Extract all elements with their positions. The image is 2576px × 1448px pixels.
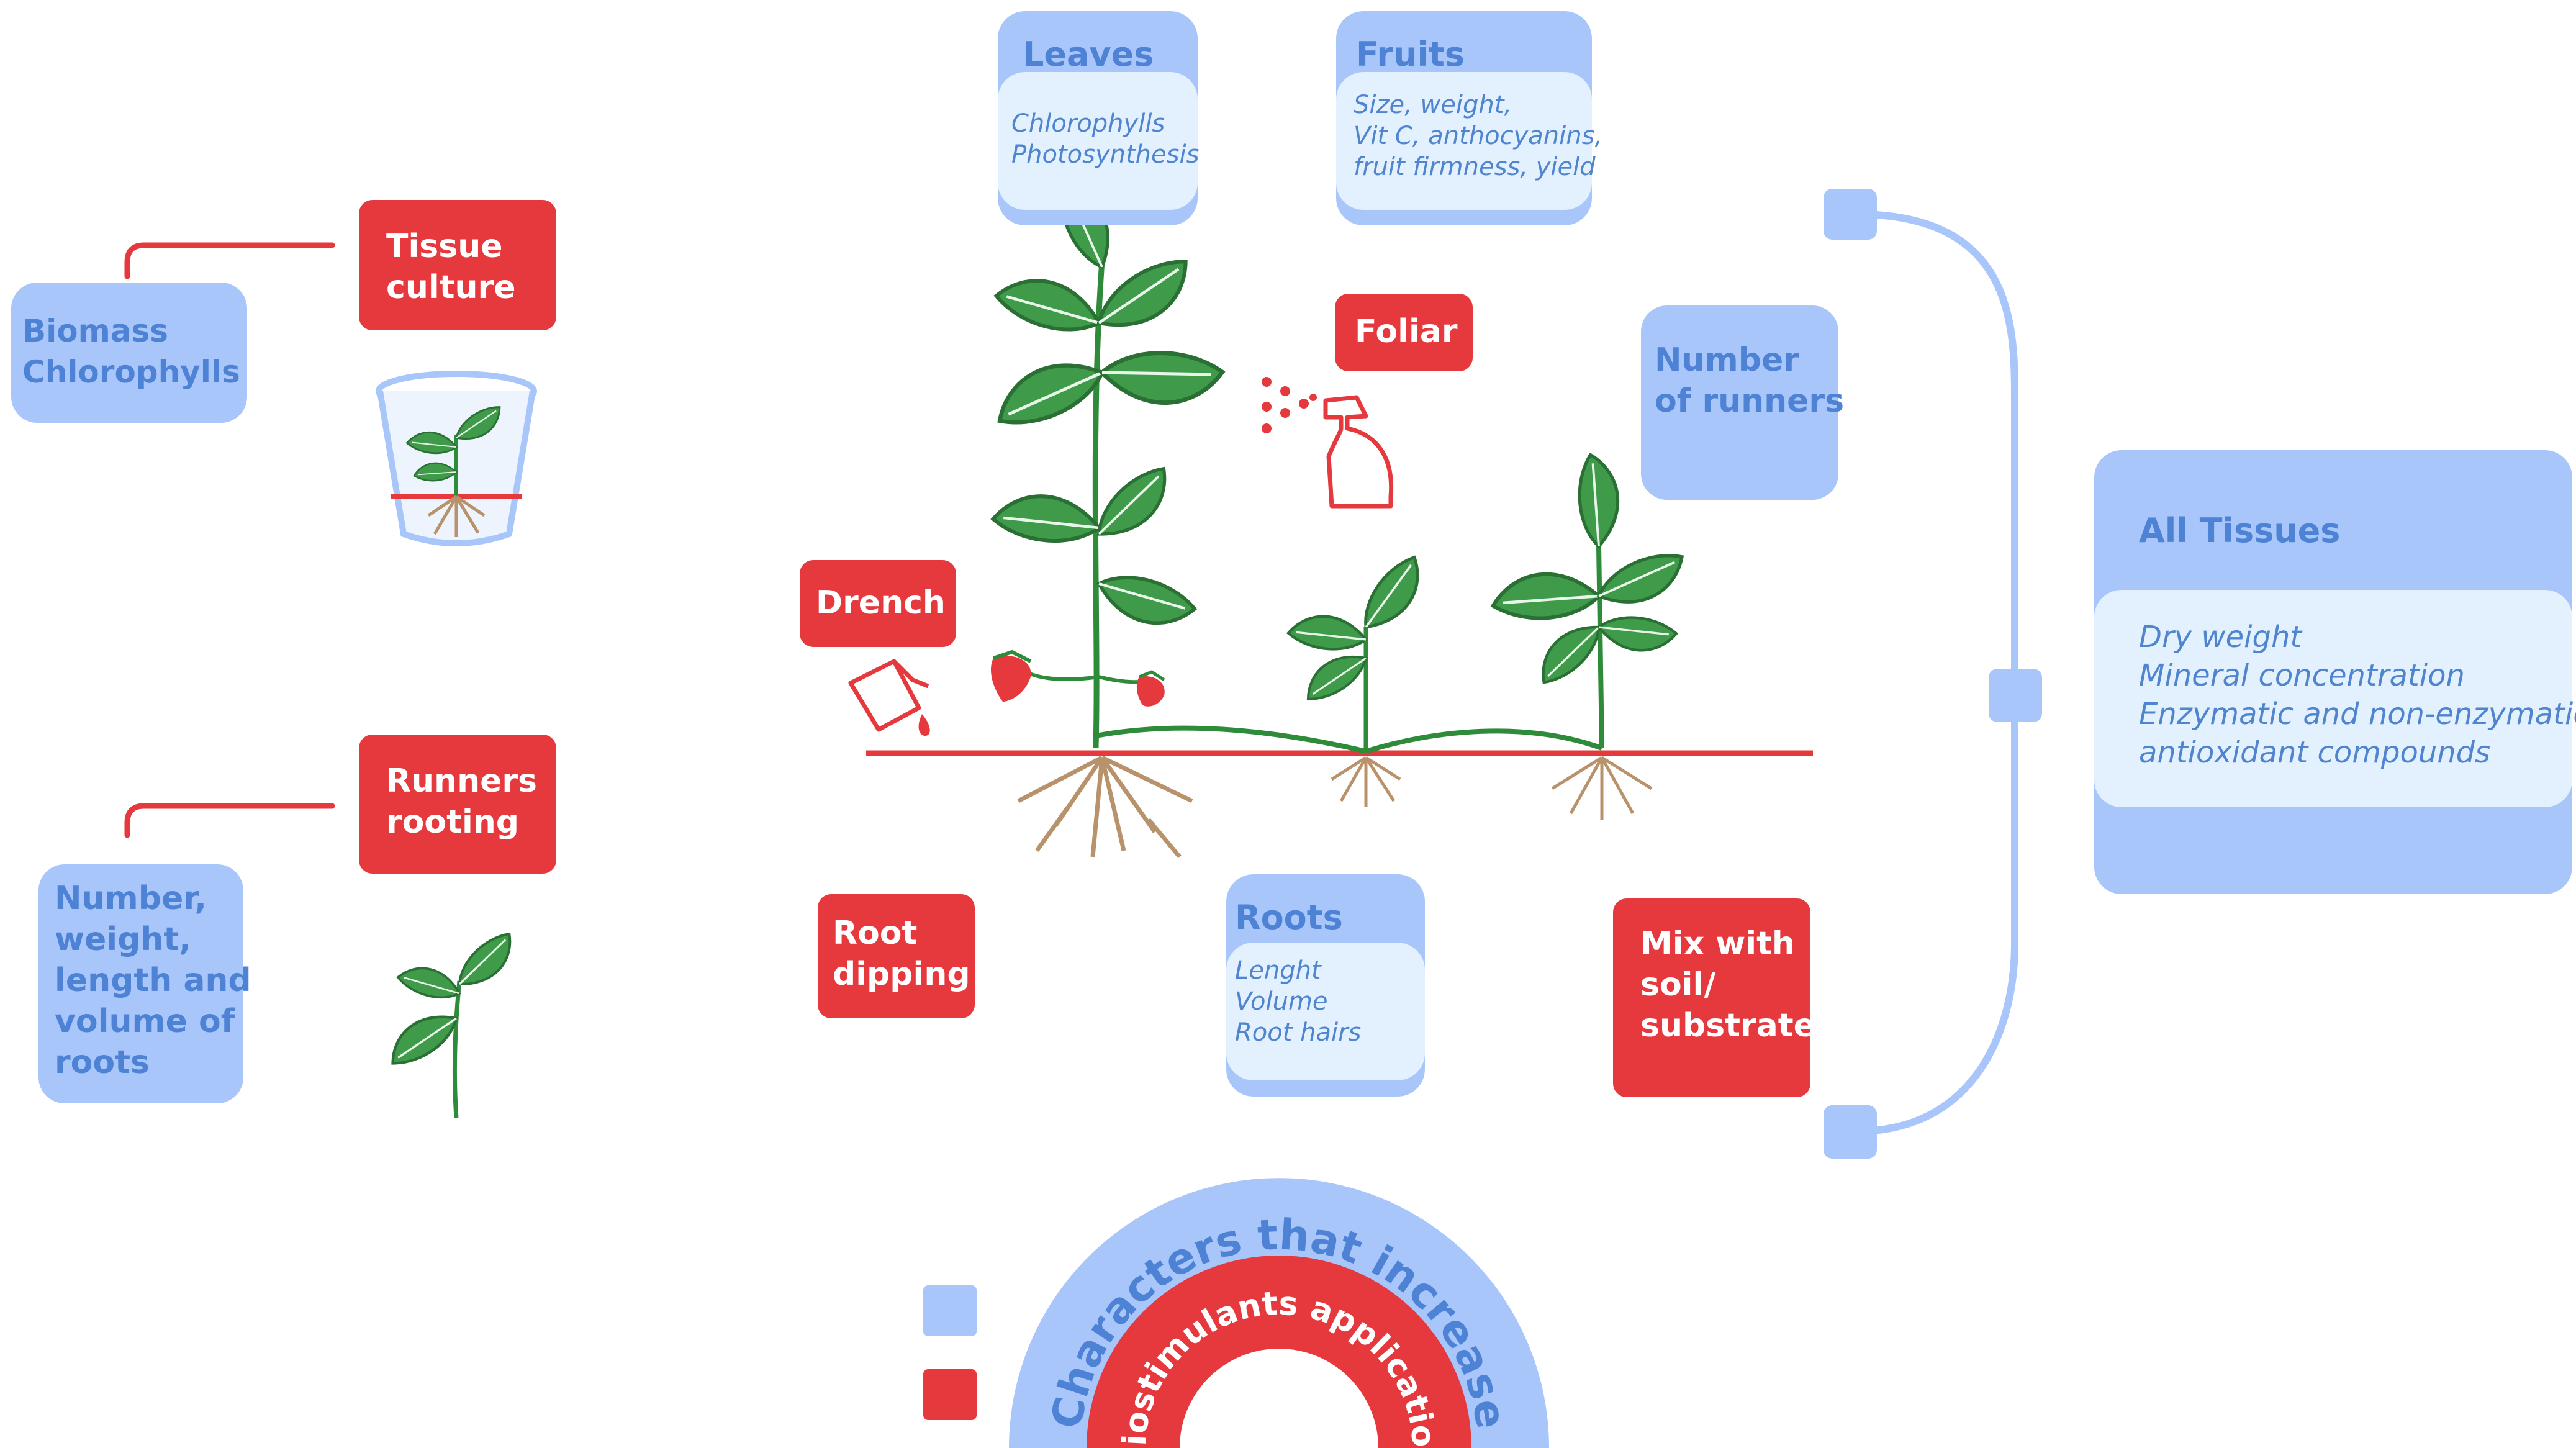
legend-swatch-red — [923, 1369, 977, 1420]
runners-line-1: Number — [1655, 342, 1799, 379]
legend-arcs: Characters that increase Biostimulants a… — [1009, 1178, 1549, 1448]
root-dipping-line-1: Root — [833, 915, 918, 952]
drench-label: Drench — [816, 584, 946, 622]
fruits-items: Size, weight, Vit C, anthocyanins, fruit… — [1336, 72, 1603, 210]
spray-bottle-icon — [1262, 377, 1394, 509]
all-tissues-items: Dry weight Mineral concentration Enzymat… — [2094, 590, 2576, 807]
leaves-items: Chlorophylls Photosynthesis — [998, 72, 1200, 210]
roots-traits-line-1: Number, — [55, 880, 207, 917]
roots-traits-line-5: roots — [55, 1044, 150, 1081]
root-dipping-line-2: dipping — [833, 956, 970, 993]
roots-title: Roots — [1235, 898, 1343, 937]
number-of-runners-box: Number of runners — [1641, 305, 1845, 500]
roots-traits-line-2: weight, — [55, 921, 191, 958]
roots-item-2: Volume — [1235, 987, 1328, 1016]
runners-rooting-box: Runners rooting — [359, 735, 556, 874]
tissue-culture-box: Tissue culture — [359, 200, 556, 330]
tissue-culture-line-1: Tissue — [386, 228, 503, 265]
roots-item-1: Lenght — [1235, 956, 1321, 985]
mix-line-3: substrate — [1640, 1007, 1815, 1044]
cup-icon — [376, 371, 537, 546]
fruits-card: Fruits Size, weight, Vit C, anthocyanins… — [1336, 11, 1603, 225]
runner-plantlet-icon — [382, 929, 525, 1118]
mix-line-1: Mix with — [1640, 925, 1795, 962]
roots-traits-line-3: length and — [55, 962, 251, 999]
all-tissues-item-2: Mineral concentration — [2139, 658, 2465, 693]
roots-card: Roots Lenght Volume Root hairs — [1226, 874, 1425, 1097]
roots-items: Lenght Volume Root hairs — [1226, 943, 1425, 1080]
root-dipping-box: Root dipping — [818, 894, 975, 1018]
tissue-culture-line-2: culture — [386, 269, 516, 306]
all-tissues-item-3: Enzymatic and non-enzymatic — [2139, 697, 2576, 731]
leaves-title: Leaves — [1023, 35, 1154, 74]
foliar-box: Foliar — [1335, 294, 1473, 371]
all-tissues-item-1: Dry weight — [2139, 620, 2302, 654]
biomass-line-2: Chlorophylls — [22, 354, 240, 390]
bracket-node-top — [1824, 189, 1877, 240]
tissue-culture-connector — [124, 242, 335, 279]
foliar-label: Foliar — [1355, 313, 1458, 350]
fruits-item-1: Size, weight, — [1354, 91, 1512, 119]
mix-line-2: soil/ — [1640, 966, 1716, 1003]
mix-with-soil-box: Mix with soil/ substrate — [1613, 898, 1815, 1097]
strawberry-plant-icon — [992, 178, 1689, 859]
biomass-line-1: Biomass — [22, 313, 168, 349]
runners-rooting-line-2: rooting — [386, 803, 520, 841]
fruits-title: Fruits — [1356, 35, 1465, 74]
fruits-item-2: Vit C, anthocyanins, — [1354, 122, 1603, 150]
all-tissues-card: All Tissues Dry weight Mineral concentra… — [2094, 450, 2576, 894]
leaves-item-1: Chlorophylls — [1011, 109, 1165, 138]
runners-line-2: of runners — [1655, 382, 1845, 420]
fruits-item-3: fruit firmness, yield — [1354, 153, 1596, 181]
strawberry-icon — [990, 649, 1165, 707]
roots-traits-line-4: volume of — [55, 1003, 235, 1040]
drench-box: Drench — [800, 560, 956, 647]
all-tissues-bracket — [1853, 210, 2018, 1135]
leaves-card: Leaves Chlorophylls Photosynthesis — [998, 11, 1200, 225]
watering-jug-icon — [848, 659, 930, 736]
roots-item-3: Root hairs — [1235, 1018, 1362, 1047]
all-tissues-item-4: antioxidant compounds — [2139, 735, 2491, 770]
bracket-node-bottom — [1824, 1105, 1877, 1159]
roots-traits-box: Number, weight, length and volume of roo… — [38, 864, 251, 1103]
biomass-chlorophylls-box: Biomass Chlorophylls — [11, 283, 247, 423]
legend-swatch-blue — [923, 1285, 977, 1336]
runners-rooting-connector — [124, 803, 335, 838]
bracket-node-middle — [1989, 669, 2042, 722]
all-tissues-title: All Tissues — [2139, 511, 2341, 550]
runners-rooting-line-1: Runners — [386, 762, 537, 800]
leaves-item-2: Photosynthesis — [1011, 140, 1200, 169]
